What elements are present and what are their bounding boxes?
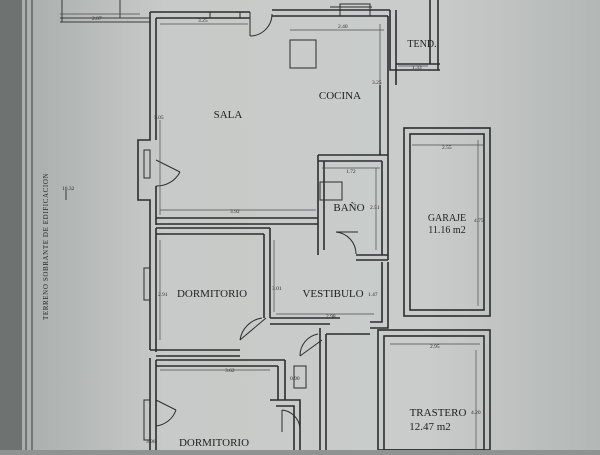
dimension-label: 2.51: [370, 205, 380, 211]
room-area-trastero: 12.47 m2: [409, 421, 451, 433]
room-label-dormitorio-2: DORMITORIO: [179, 437, 249, 449]
room-label-trastero: TRASTERO: [410, 407, 467, 419]
room-label-garaje: GARAJE: [428, 213, 466, 224]
dimension-labels: 2.07 3.25 2.40 1.33 3.25 5.05 1.72 2.51 …: [62, 16, 484, 445]
dimension-label: 3.96: [146, 439, 156, 445]
dimension-label: 2.40: [338, 24, 348, 30]
dimension-label: 4.75: [474, 218, 484, 224]
dimension-label: 0.90: [290, 376, 300, 382]
dimension-label: 2.07: [92, 16, 102, 22]
dimension-label: 2.55: [442, 145, 452, 151]
site-boundary: [25, 0, 150, 450]
room-area-garaje: 11.16 m2: [428, 225, 465, 236]
room-label-bano: BAÑO: [333, 202, 364, 214]
paper-sheet: [20, 0, 600, 450]
room-label-dormitorio-1: DORMITORIO: [177, 288, 247, 300]
page-edge: [0, 0, 22, 450]
dimension-label: 1.47: [368, 292, 378, 298]
room-label-cocina: COCINA: [319, 90, 361, 102]
dimension-label: 1.72: [346, 169, 356, 175]
room-label-tend: TEND.: [407, 39, 436, 50]
side-note-terreno: TERRENO SOBRANTE DE EDIFICACION: [42, 173, 50, 320]
dimension-label: 3.92: [230, 209, 240, 215]
dimension-label: 5.05: [154, 115, 164, 121]
dimension-label: 4.20: [471, 410, 481, 416]
dimension-label: 1.33: [412, 65, 422, 71]
dimension-label: 3.25: [372, 80, 382, 86]
dimension-label: 3.01: [272, 286, 282, 292]
dimension-label: 16.32: [62, 186, 75, 192]
room-label-sala: SALA: [214, 109, 243, 121]
dimension-label: 2.95: [430, 344, 440, 350]
windows: [143, 3, 372, 441]
dimension-lines: [60, 13, 484, 450]
dimension-label: 3.25: [198, 18, 208, 24]
doors: [155, 12, 358, 432]
room-labels: SALA COCINA TEND. BAÑO GARAJE 11.16 m2 D…: [177, 39, 467, 449]
dimension-label: 2.91: [158, 292, 168, 298]
dimension-label: 2.98: [326, 314, 336, 320]
dimension-label: 3.62: [225, 368, 235, 374]
room-label-vestibulo: VESTIBULO: [302, 288, 363, 300]
